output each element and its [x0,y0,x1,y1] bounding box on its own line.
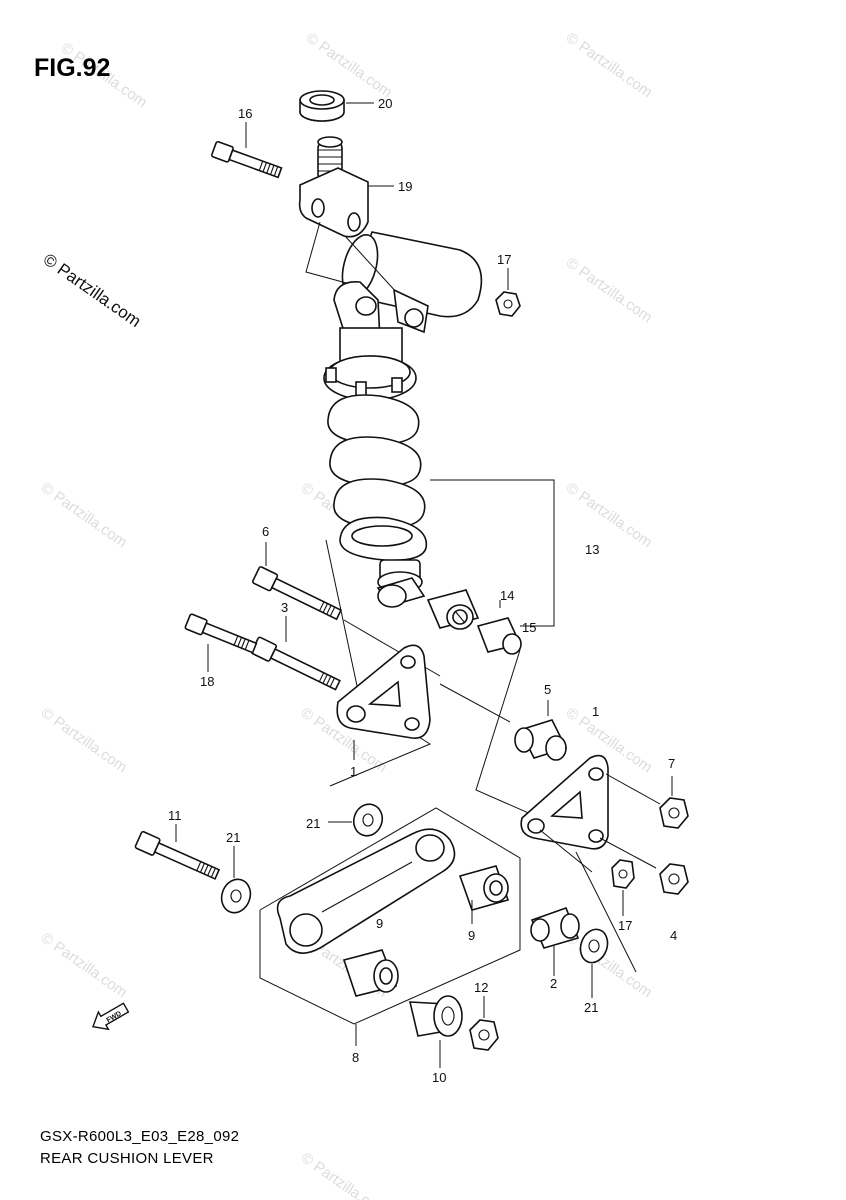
part-20-cap [299,90,345,122]
watermark-main: © Partzilla.com [40,250,145,331]
callout-12: 12 [474,980,488,995]
part-21-washer-left [220,878,252,914]
callout-9-right: 9 [468,928,475,943]
part-17-nut-top [495,291,521,317]
callout-15: 15 [522,620,536,635]
callout-5: 5 [544,682,551,697]
part-1-plate-left [336,644,431,739]
callout-10: 10 [432,1070,446,1085]
callout-18: 18 [200,674,214,689]
callout-17-lower: 17 [618,918,632,933]
part-16-bolt [211,140,283,179]
callout-17-top: 17 [497,252,511,267]
callout-21-right: 21 [584,1000,598,1015]
part-15-collar [476,617,522,655]
part-9-link-lever [276,828,456,954]
part-3-bolt [250,636,341,691]
watermark: © Partzilla.com [563,704,656,776]
part-11-bolt [134,830,221,880]
callout-13: 13 [585,542,599,557]
part-9-bearing-left [342,949,399,997]
watermark: © Partzilla.com [38,929,131,1001]
bracket-8 [259,807,521,1025]
callout-14: 14 [500,588,514,603]
watermark: © Partzilla.com [563,29,656,101]
callout-21-left: 21 [226,830,240,845]
callout-9-center: 9 [376,916,383,931]
callout-21-center: 21 [306,816,320,831]
part-13-shock-spring [327,394,428,562]
fwd-arrow-icon: FWD [92,1002,130,1031]
part-14-bearing [426,589,480,630]
callout-3: 3 [281,600,288,615]
callout-16: 16 [238,106,252,121]
callout-8: 8 [352,1050,359,1065]
callout-6: 6 [262,524,269,539]
watermark: © Partzilla.com [298,1149,391,1200]
part-13-shock-body [323,281,429,401]
callout-labels: 20 16 19 17 13 6 14 3 15 18 5 1 1 7 11 2… [168,96,677,1085]
watermark: © Partzilla.com [563,479,656,551]
callout-19: 19 [398,179,412,194]
part-14-bush [376,577,426,608]
watermark: © Partzilla.com [563,254,656,326]
figure-code: GSX-R600L3_E03_E28_092 [40,1128,240,1145]
part-17-nut-lower [611,859,635,889]
callout-7: 7 [668,756,675,771]
callout-1-left: 1 [350,764,357,779]
part-21-washer-right [579,928,609,964]
watermark: © Partzilla.com [38,479,131,551]
part-9-bearing-right [458,865,510,911]
figure-name: REAR CUSHION LEVER [40,1150,214,1167]
part-21-washer-center [352,803,384,837]
callout-1-right: 1 [592,704,599,719]
part-12-nut [469,1019,499,1051]
part-10-collar [408,995,463,1037]
part-5-collar [514,719,568,761]
part-19-upper-mount [298,136,369,238]
bracket-13 [430,479,555,627]
watermark: © Partzilla.com [563,929,656,1001]
part-7-nut [659,797,689,829]
part-2-collar [530,906,580,949]
callout-11: 11 [168,808,182,823]
part-1-plate-right [520,754,609,850]
figure-title: FIG.92 [34,54,111,82]
part-18-bolt [184,613,258,654]
part-4-nut [659,863,689,895]
callout-4: 4 [670,928,677,943]
callout-2: 2 [550,976,557,991]
part-6-bolt [252,566,343,621]
watermark: © Partzilla.com [38,704,131,776]
callout-20: 20 [378,96,392,111]
